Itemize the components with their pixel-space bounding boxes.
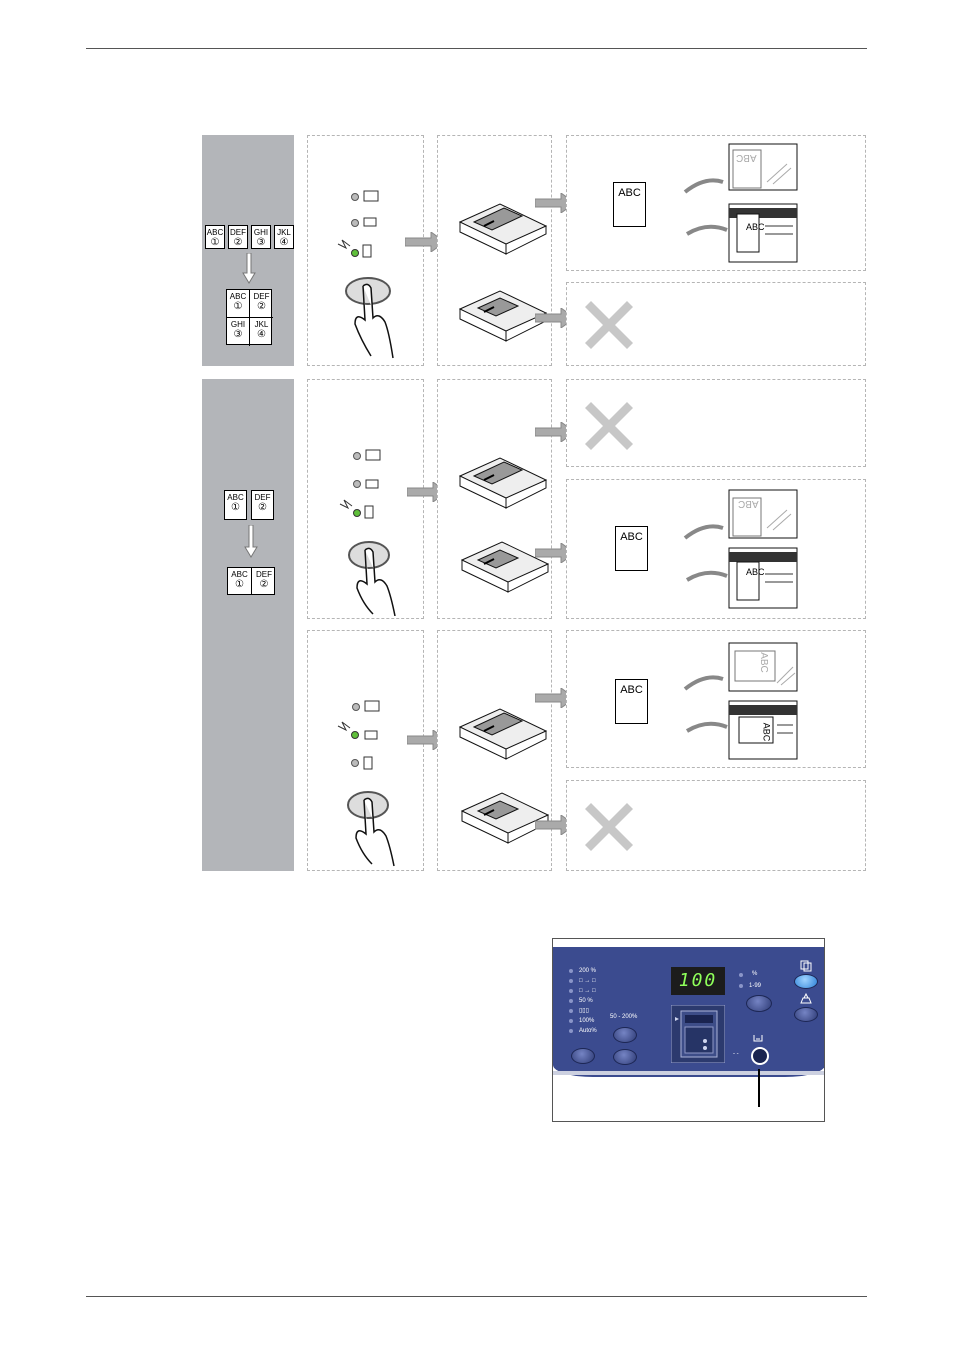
quantity-label: 1-99 bbox=[749, 983, 761, 990]
copy-quantity-display: 100 bbox=[671, 967, 725, 995]
cross-not-available-icon bbox=[585, 301, 633, 349]
paper-tray-icon bbox=[438, 631, 550, 869]
reduce-enlarge-button[interactable] bbox=[571, 1048, 595, 1064]
reduce-option-label: □ → □ bbox=[579, 978, 596, 985]
tray-icon bbox=[753, 1033, 763, 1043]
led-indicator bbox=[569, 989, 573, 993]
orientation-diagram-icon bbox=[677, 639, 801, 763]
result-document: ABC bbox=[615, 526, 648, 571]
zoom-up-button[interactable] bbox=[613, 1027, 637, 1043]
section-2b-control-panel bbox=[307, 630, 424, 871]
led-indicator bbox=[569, 999, 573, 1003]
range-label: 50 - 200% bbox=[610, 1014, 637, 1021]
header-rule bbox=[86, 48, 867, 49]
paper-tray-icon bbox=[438, 380, 550, 616]
section-2a-result-ng bbox=[566, 379, 866, 467]
paper-tray-icon bbox=[438, 136, 550, 364]
down-arrow-icon bbox=[242, 253, 256, 285]
reduce-option-label: 50 % bbox=[579, 998, 593, 1005]
section-2b-result-ok: ABC ABC ABC bbox=[566, 630, 866, 768]
reduce-option-label: 200 % bbox=[579, 968, 596, 975]
led-indicator bbox=[569, 1019, 573, 1023]
percent-quantity-button[interactable] bbox=[746, 995, 772, 1012]
section-1-result-ng bbox=[566, 282, 866, 366]
panel-edge bbox=[553, 1071, 825, 1075]
orient-label: ABC bbox=[746, 222, 765, 232]
control-panel-image: 200 % □ → □ □ → □ 50 % ▯▯▯ 100% Auto% 50… bbox=[552, 938, 825, 1122]
led-indicator bbox=[739, 984, 743, 988]
scan-mode-button[interactable] bbox=[794, 1007, 818, 1022]
section-1-result-ok: ABC ABC ABC bbox=[566, 135, 866, 271]
orient-label: ABC bbox=[761, 723, 771, 742]
orient-label: ABC bbox=[758, 652, 769, 673]
section-2a-tray-panel bbox=[437, 379, 552, 619]
callout-line bbox=[758, 1069, 760, 1107]
reduce-option-label: □ → □ bbox=[579, 988, 596, 995]
reduce-option-label: Auto% bbox=[579, 1028, 597, 1035]
zoom-down-button[interactable] bbox=[613, 1049, 637, 1065]
led-indicator bbox=[739, 973, 743, 977]
led-indicator bbox=[569, 1029, 573, 1033]
led-indicator bbox=[569, 979, 573, 983]
section-2b-result-ng bbox=[566, 780, 866, 871]
down-arrow-icon bbox=[244, 525, 258, 559]
paper-size-indicator-icon bbox=[308, 380, 422, 616]
reduce-option-label: ▯▯▯ bbox=[579, 1008, 589, 1015]
orient-label: ABC bbox=[738, 498, 759, 509]
reduce-option-label: 100% bbox=[579, 1018, 594, 1025]
orient-label: ABC bbox=[746, 567, 765, 577]
section-2a-result-ok: ABC ABC ABC bbox=[566, 479, 866, 619]
paper-supply-button[interactable] bbox=[751, 1047, 769, 1065]
copy-mode-button[interactable] bbox=[794, 974, 818, 989]
footer-rule bbox=[86, 1296, 867, 1297]
scan-mode-icon bbox=[799, 993, 813, 1005]
led-indicator bbox=[569, 1009, 573, 1013]
result-document: ABC bbox=[613, 182, 646, 227]
paper-size-indicator-icon bbox=[308, 631, 422, 869]
cross-not-available-icon bbox=[585, 803, 633, 851]
result-document: ABC bbox=[615, 679, 648, 724]
section-1-tray-panel bbox=[437, 135, 552, 366]
machine-status-diagram-icon bbox=[671, 1005, 725, 1063]
cross-not-available-icon bbox=[585, 402, 633, 450]
led-indicator bbox=[569, 969, 573, 973]
percent-label: % bbox=[752, 971, 757, 978]
dots-label: - - bbox=[733, 1051, 739, 1058]
control-panel-face: 200 % □ → □ □ → □ 50 % ▯▯▯ 100% Auto% 50… bbox=[553, 947, 825, 1077]
orient-label: ABC bbox=[736, 152, 757, 163]
copy-mode-icon bbox=[799, 960, 813, 972]
